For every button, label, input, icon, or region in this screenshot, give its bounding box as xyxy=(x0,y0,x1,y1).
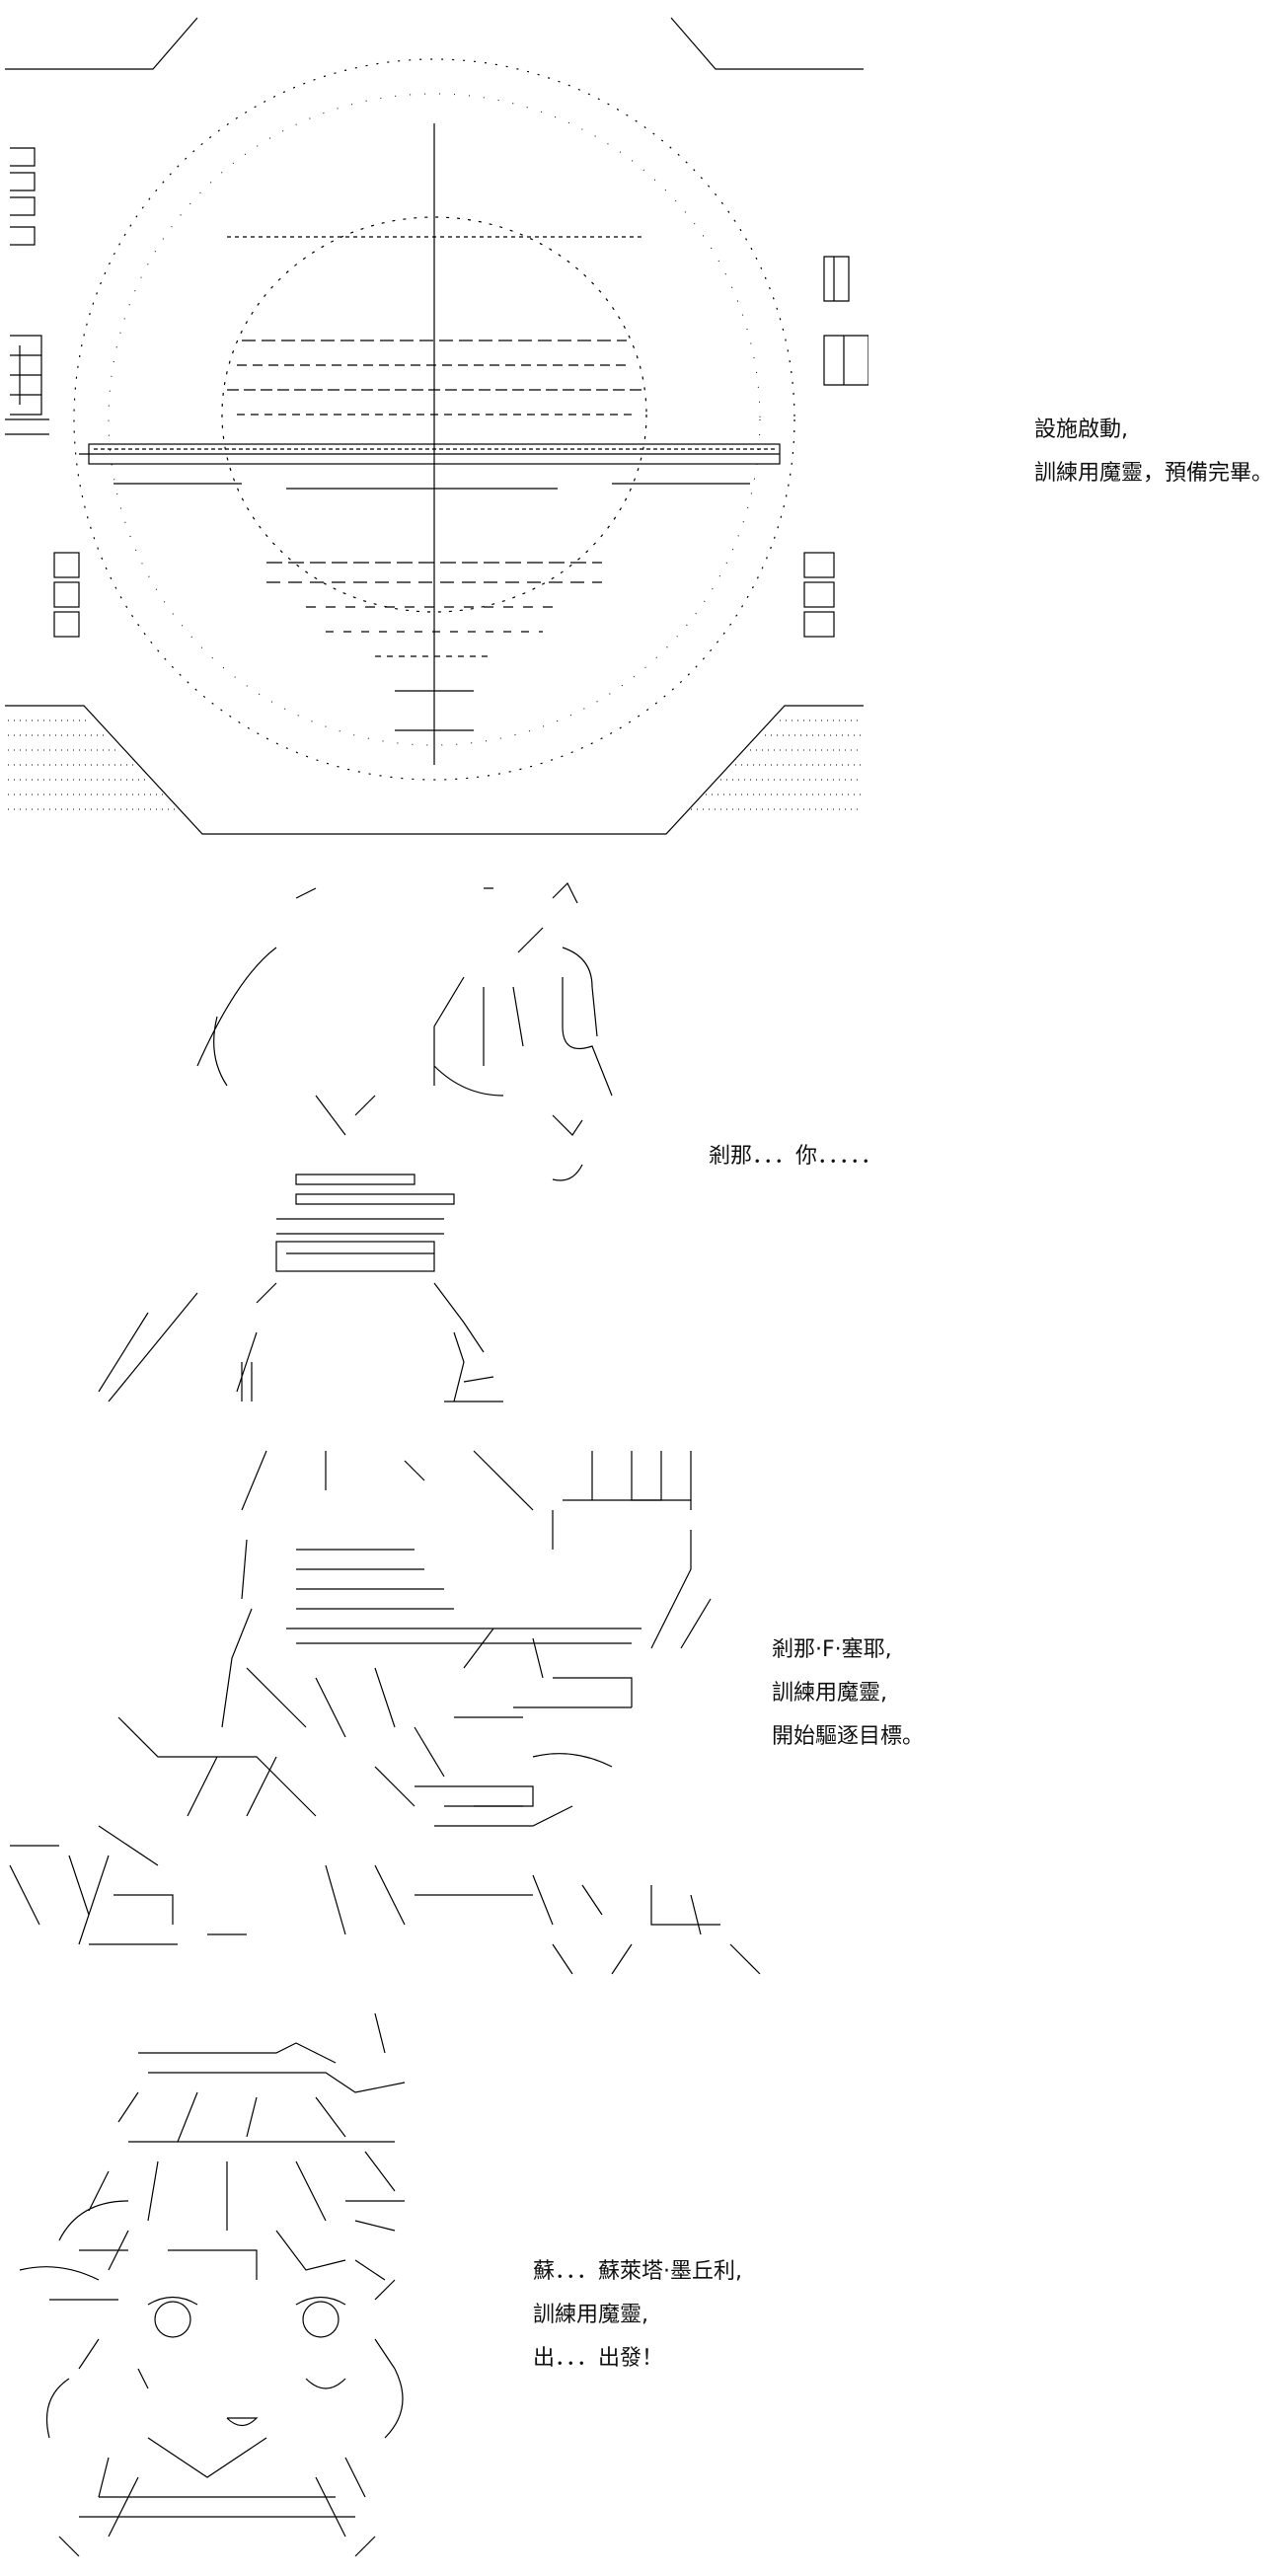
beast-caption: 剎那·F·塞耶, 訓練用魔靈, 開始驅逐目標。 xyxy=(772,1629,924,1759)
boy-art xyxy=(0,2004,434,2566)
scope-reticle-icon xyxy=(5,17,868,835)
scope-reticle-art xyxy=(0,0,868,849)
caption-line: 剎那．．．你．．．．． xyxy=(709,1144,883,1169)
caption-line: 訓練用魔靈, xyxy=(533,2303,648,2327)
caption-line: 蘇．．．蘇萊塔·墨丘利, xyxy=(533,2259,742,2284)
boy-panel: 蘇．．．蘇萊塔·墨丘利, 訓練用魔靈, 出．．．出發！ xyxy=(0,2004,1283,2566)
girl-panel: 剎那．．．你．．．．． xyxy=(0,869,1283,1421)
caption-line: 訓練用魔靈, xyxy=(772,1681,887,1705)
caption-line: 開始驅逐目標。 xyxy=(772,1724,925,1749)
caption-line: 訓練用魔靈，預備完畢。 xyxy=(1034,461,1274,486)
beast-art xyxy=(0,1431,809,1984)
boy-caption: 蘇．．．蘇萊塔·墨丘利, 訓練用魔靈, 出．．．出發！ xyxy=(533,2250,742,2381)
scope-panel: 設施啟動, 訓練用魔靈，預備完畢。 xyxy=(0,0,1283,849)
caption-line: 設施啟動, xyxy=(1034,417,1128,442)
boy-face-icon xyxy=(19,2012,406,2557)
caption-line: 剎那·F·塞耶, xyxy=(772,1637,892,1662)
beast-panel: 剎那·F·塞耶, 訓練用魔靈, 開始驅逐目標。 xyxy=(0,1431,1283,1984)
girl-art xyxy=(0,869,691,1421)
scope-caption: 設施啟動, 訓練用魔靈，預備完畢。 xyxy=(1034,409,1273,495)
caption-line: 出．．．出發！ xyxy=(533,2346,664,2371)
armored-beast-icon xyxy=(9,1450,761,1975)
girl-caption: 剎那．．．你．．．．． xyxy=(709,1135,882,1178)
girl-with-staff-icon xyxy=(98,881,613,1402)
